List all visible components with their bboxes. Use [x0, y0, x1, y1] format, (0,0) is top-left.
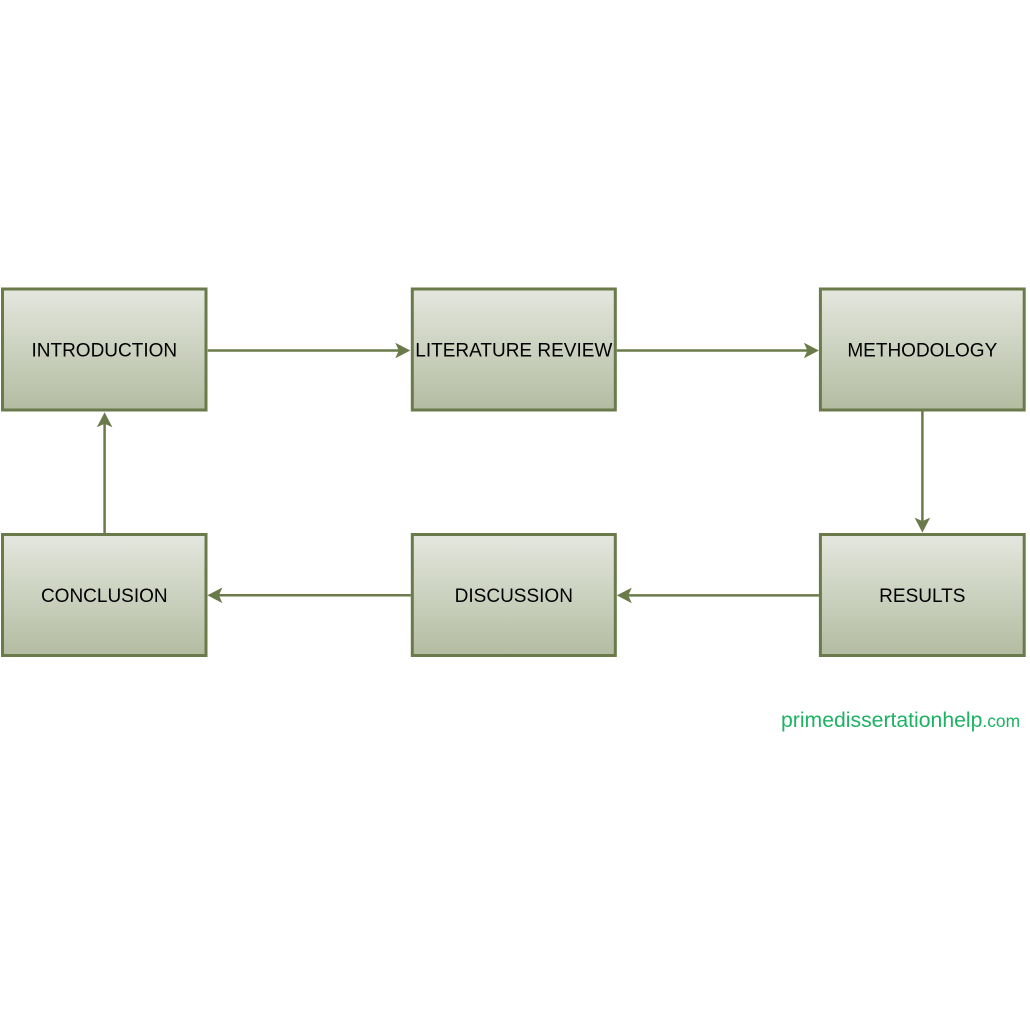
svg-text:primedissertationhelp.com: primedissertationhelp.com: [781, 709, 1020, 732]
svg-text:RESULTS: RESULTS: [879, 586, 965, 607]
svg-text:CONCLUSION: CONCLUSION: [41, 586, 168, 607]
svg-text:DISCUSSION: DISCUSSION: [455, 586, 573, 607]
svg-text:METHODOLOGY: METHODOLOGY: [847, 340, 997, 361]
svg-text:INTRODUCTION: INTRODUCTION: [31, 340, 177, 361]
svg-text:LITERATURE REVIEW: LITERATURE REVIEW: [415, 340, 612, 361]
